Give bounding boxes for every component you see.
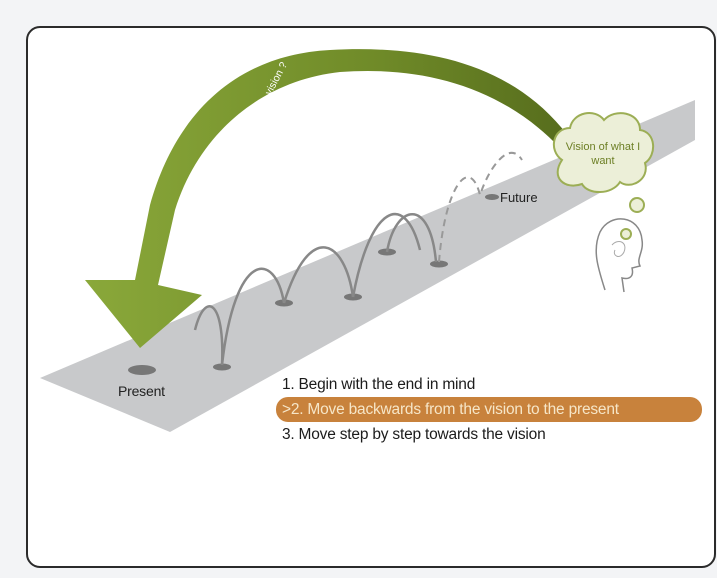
- vision-thought-text: Vision of what I want: [565, 141, 641, 167]
- future-marker: [485, 194, 499, 200]
- step-jumps: [193, 213, 438, 366]
- backcast-arrow: [85, 49, 578, 349]
- present-label: Present: [118, 383, 165, 399]
- timeline-path: [40, 100, 695, 432]
- vision-thought-bubble: [552, 112, 654, 240]
- steps-list: 1.Begin with the end in mind >2.Move bac…: [276, 372, 712, 447]
- future-label: Future: [500, 190, 538, 205]
- step-1: 1.Begin with the end in mind: [282, 372, 712, 397]
- step-text: Move step by step towards the vision: [298, 426, 546, 443]
- thinking-head-icon: [595, 218, 644, 293]
- step-text: Begin with the end in mind: [298, 376, 476, 393]
- step-3: 3.Move step by step towards the vision: [282, 422, 712, 447]
- step-number: 3.: [282, 426, 295, 443]
- step-marker: [430, 260, 448, 268]
- step-2-highlighted: >2.Move backwards from the vision to the…: [276, 397, 702, 422]
- present-marker: [128, 365, 156, 375]
- step-marker: [213, 363, 231, 371]
- step-number: >2.: [282, 401, 304, 418]
- head-brain-detail: [611, 241, 626, 257]
- step-number: 1.: [282, 376, 295, 393]
- step-text: Move backwards from the vision to the pr…: [307, 401, 619, 418]
- future-jump-dashed: [438, 152, 523, 263]
